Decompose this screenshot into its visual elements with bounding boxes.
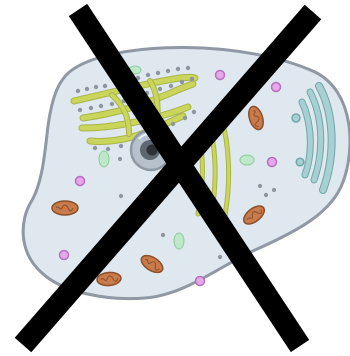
crossed-out-cell-illustration: [0, 0, 350, 356]
cell-svg: [0, 0, 350, 356]
